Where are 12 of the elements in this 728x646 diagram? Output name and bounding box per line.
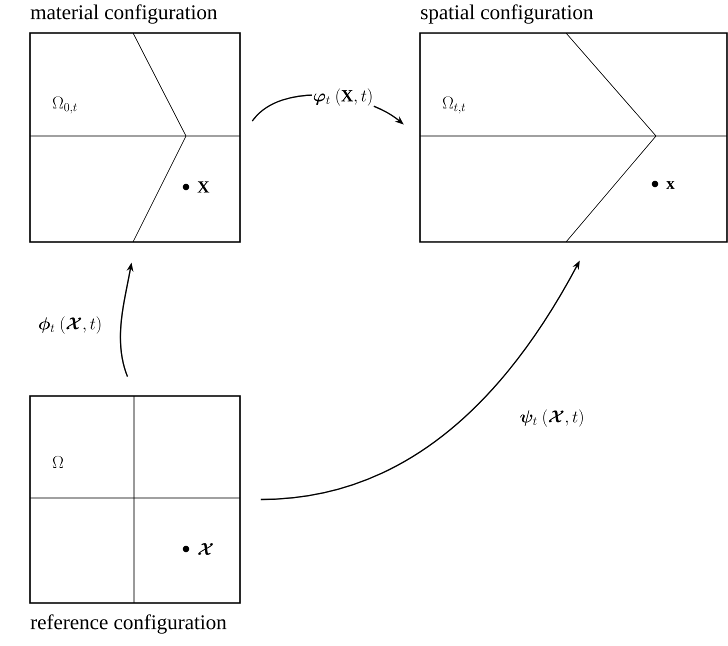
region-symbol: $\Omega_{0,t}$ <box>52 96 77 114</box>
configuration-title: reference configuration <box>30 614 226 634</box>
region-symbol: $\Omega_{t,t}$ <box>442 96 466 114</box>
point-label: $\boldsymbol{\mathcal{X}}$ <box>198 543 213 555</box>
region-symbol: $\Omega$ <box>52 456 64 468</box>
edge-label: $\boldsymbol{\psi}_t\ (\boldsymbol{\mathcal{X}}, t)$ <box>518 408 586 428</box>
configuration-title: material configuration <box>30 4 218 24</box>
edge-label: $\boldsymbol{\varphi}_t\ (\mathbf{X}, t)$ <box>312 87 374 107</box>
configuration-title: spatial configuration <box>421 4 594 24</box>
point-label: $\mathbf{X}$ <box>198 181 210 193</box>
edge-label: $\boldsymbol{\phi}_t\ (\boldsymbol{\mathcal{X}}, t)$ <box>37 315 103 335</box>
point-label: $\mathbf{x}$ <box>666 181 675 189</box>
